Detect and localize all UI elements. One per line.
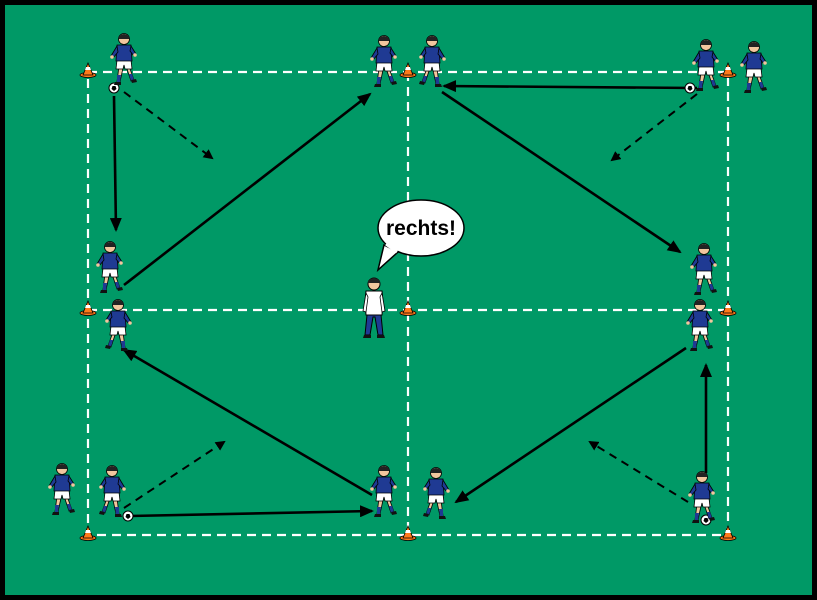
pass-arrow <box>454 346 687 504</box>
pass-arrow <box>109 95 122 232</box>
run-arrow <box>123 440 226 509</box>
player-icon <box>99 465 126 517</box>
speech-text: rechts! <box>386 217 456 240</box>
run-arrow <box>123 91 214 160</box>
player-icon <box>110 33 137 85</box>
cone-icon <box>719 299 737 316</box>
player-icon <box>105 299 132 351</box>
pass-arrow <box>442 80 698 93</box>
player-icon <box>692 39 719 91</box>
cone-icon <box>399 524 417 541</box>
player-icon <box>686 299 713 351</box>
player-icon <box>48 463 75 515</box>
cones <box>79 61 737 541</box>
pass-arrow <box>123 92 372 287</box>
player-icon <box>370 35 397 87</box>
pass-arrow <box>122 348 373 497</box>
pass-arrow <box>129 505 374 518</box>
run-arrow <box>588 440 689 503</box>
player-icon <box>688 471 715 523</box>
speech-bubble: rechts! <box>376 199 465 273</box>
player-icon <box>370 465 397 517</box>
pass-arrow <box>441 90 682 254</box>
coach-icon <box>362 277 386 338</box>
player-icon <box>740 41 767 93</box>
cone-icon <box>399 61 417 78</box>
players <box>48 33 767 523</box>
player-icon <box>419 35 446 87</box>
ball-icon <box>122 510 134 522</box>
ball-icon <box>684 82 696 94</box>
cone-icon <box>79 524 97 541</box>
balls <box>108 82 712 526</box>
player-icon <box>690 243 717 295</box>
cone-icon <box>719 61 737 78</box>
ball-icon <box>108 82 120 94</box>
cone-icon <box>719 524 737 541</box>
arrows <box>109 80 712 518</box>
cone-icon <box>79 299 97 316</box>
player-icon <box>423 467 450 519</box>
cone-icon <box>399 299 417 316</box>
player-icon <box>96 241 123 293</box>
run-arrow <box>610 93 698 162</box>
cone-icon <box>79 61 97 78</box>
